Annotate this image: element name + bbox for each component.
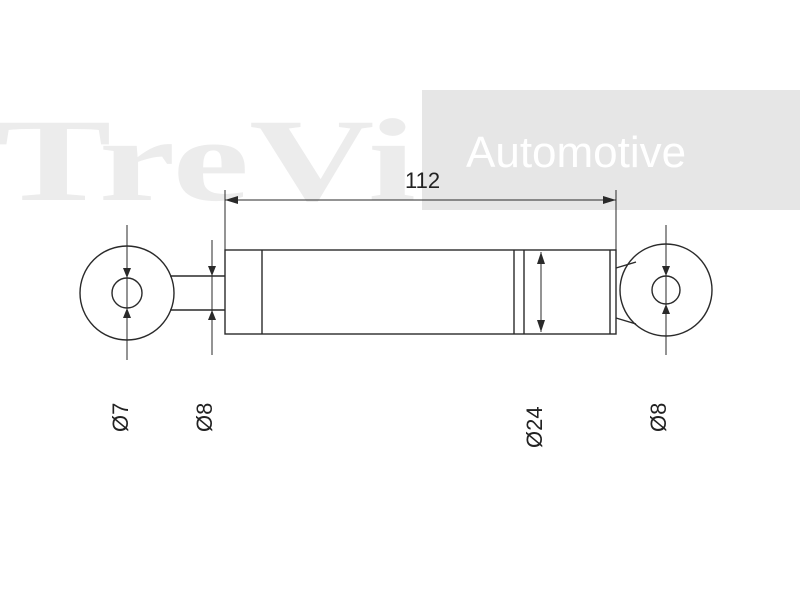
length-dimension: 112 bbox=[224, 168, 617, 250]
damper-body bbox=[224, 249, 617, 335]
watermark-band bbox=[422, 90, 800, 210]
right-mounting-eye bbox=[615, 225, 713, 355]
rod-diameter-label: Ø8 bbox=[192, 403, 217, 432]
right-eye-bore-label: Ø8 bbox=[646, 403, 671, 432]
body-diameter-label: Ø24 bbox=[522, 406, 547, 448]
watermark-tagline: Automotive bbox=[466, 128, 686, 177]
watermark: TreVi Automotive bbox=[0, 90, 800, 226]
watermark-brand: TreVi bbox=[0, 95, 416, 226]
length-label: 112 bbox=[405, 168, 440, 193]
left-mounting-eye bbox=[79, 225, 175, 360]
piston-rod bbox=[170, 240, 225, 355]
left-eye-bore-label: Ø7 bbox=[108, 403, 133, 432]
